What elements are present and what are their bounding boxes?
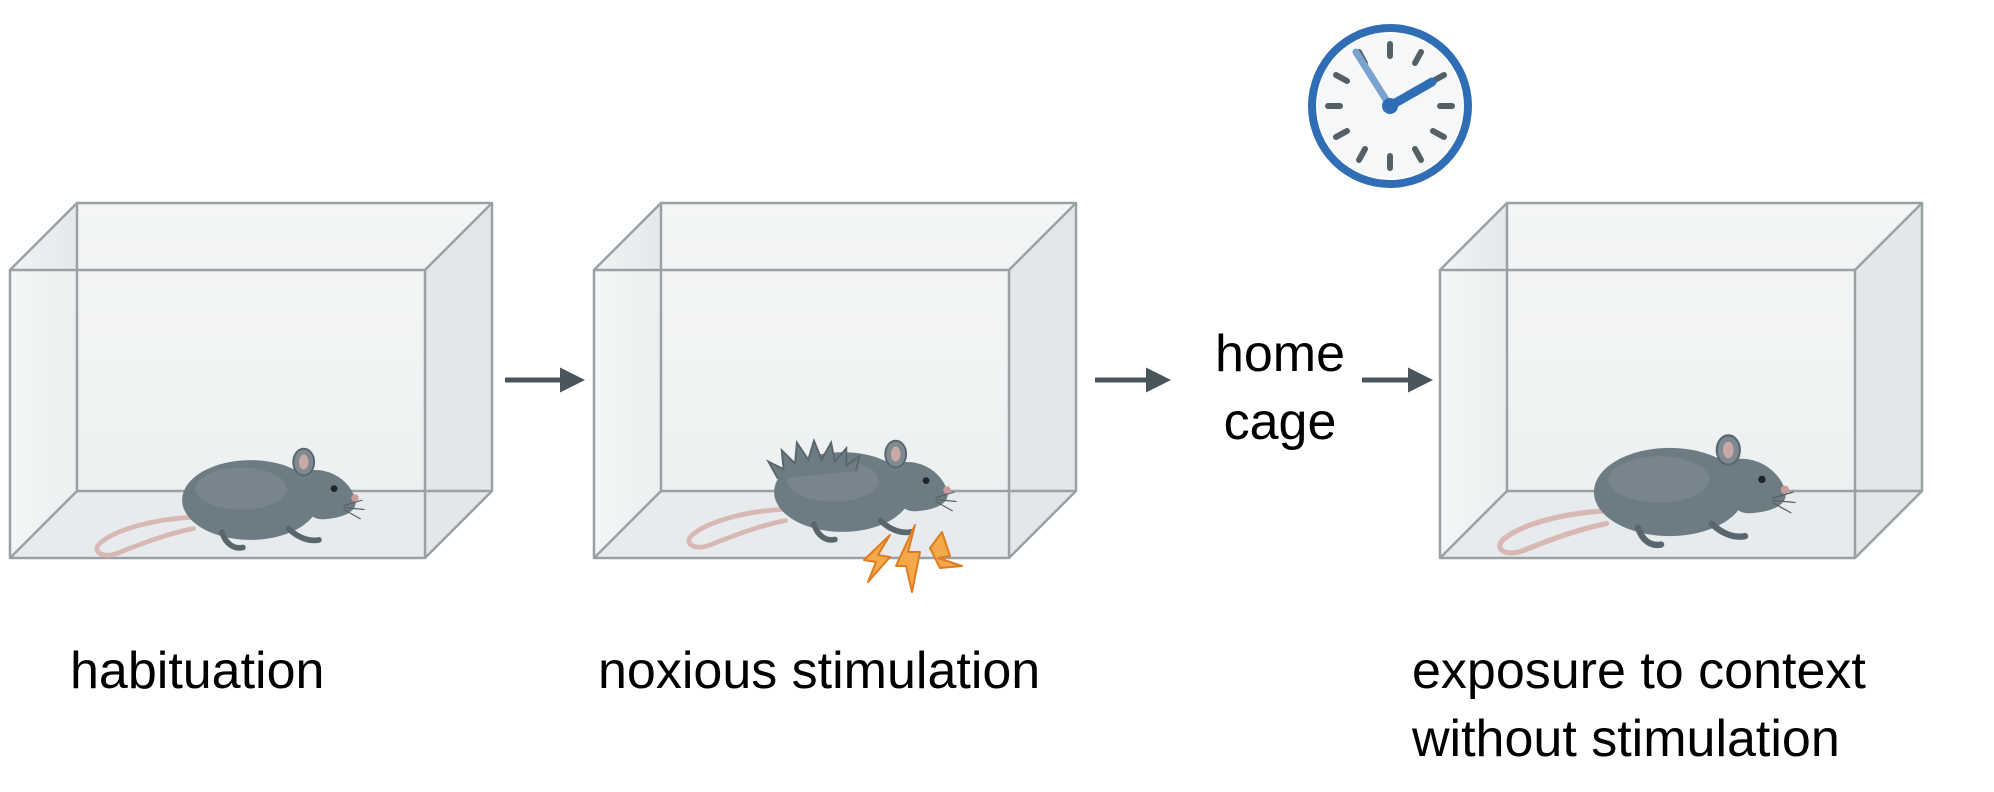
home-cage-line: home (1214, 325, 1346, 383)
stage-label-context-exposure: exposure to context without stimulation (1412, 637, 1866, 773)
stage-label-noxious-stimulation: noxious stimulation (598, 642, 1041, 700)
shock-icon (863, 524, 963, 593)
home-cage-line: cage (1223, 393, 1337, 451)
rat-icon (689, 437, 957, 547)
stage-label-habituation: habituation (70, 642, 325, 700)
stage-label-line: exposure to context (1412, 642, 1866, 700)
home-cage-label: home cage (1205, 320, 1355, 456)
clock-icon (1308, 24, 1472, 188)
stage-label-line: without stimulation (1412, 710, 1840, 768)
